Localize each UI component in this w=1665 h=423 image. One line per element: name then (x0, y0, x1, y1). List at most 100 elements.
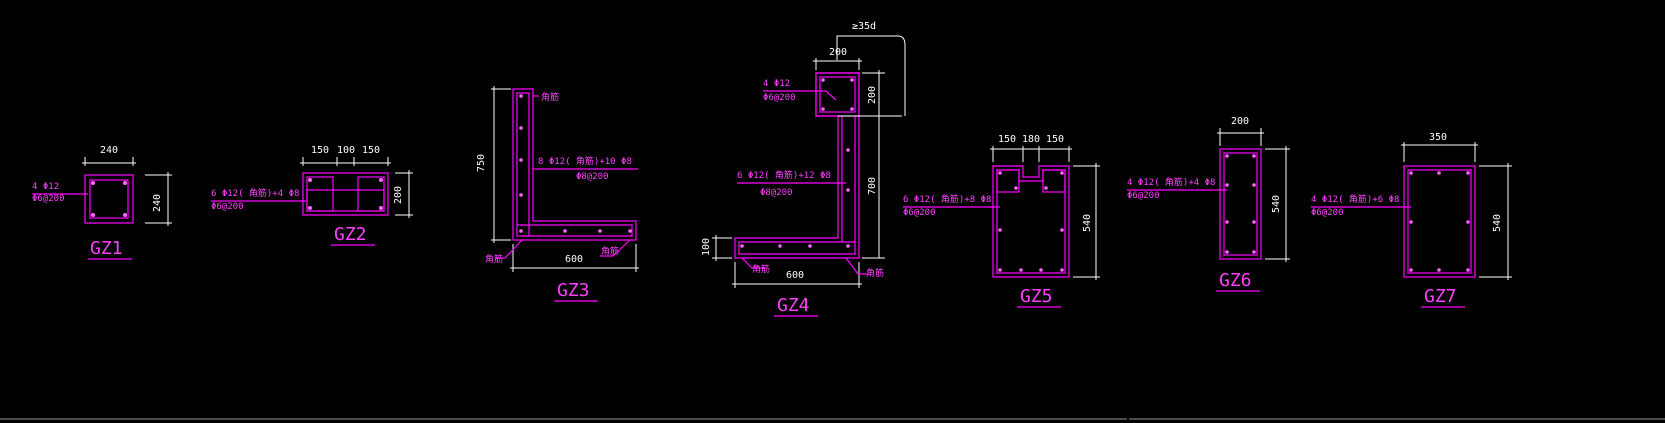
gz5-dim-180: 180 (1022, 134, 1040, 145)
gz6-rebar-dot (1252, 220, 1256, 224)
gz3-stirrup (516, 92, 633, 237)
gz3-rebar-dot (519, 158, 523, 162)
gz5-title: GZ5 (1020, 286, 1053, 307)
gz7-rebar-label: 4 Φ12( 角筋)+6 Φ8 (1311, 193, 1399, 205)
gz3-rebar-dot (598, 229, 602, 233)
gz4-anchor-dim: ≥35d (852, 21, 876, 32)
gz1-title: GZ1 (90, 238, 123, 259)
gz4-rebar-dot (821, 78, 825, 82)
gz5-rebar-dot (1044, 186, 1048, 190)
gz2-stirrup-mid (306, 189, 385, 212)
gz2-title: GZ2 (334, 224, 367, 245)
gz2-top-dim-line (300, 157, 391, 166)
column-gz2: 150 100 150 200 6 Φ12( 角筋)+4 Φ8 Φ6@200 G… (211, 145, 413, 246)
gz5-rebar-dot (998, 268, 1002, 272)
gz4-rebar-dot (850, 107, 854, 111)
gz6-rebar-dot (1225, 154, 1229, 158)
gz7-right-dim: 540 (1492, 214, 1503, 232)
gz7-top-dim: 350 (1429, 132, 1447, 143)
gz7-rebar-dot (1409, 171, 1413, 175)
gz4-left-dim-line (712, 235, 732, 261)
gz5-stirrup-right (1042, 169, 1066, 193)
gz3-rebar-dot (519, 126, 523, 130)
gz3-rebar-dot (628, 229, 632, 233)
gz5-stirrup (996, 169, 1066, 274)
gz6-right-dim: 540 (1271, 195, 1282, 213)
gz4-leader-bl (741, 257, 765, 269)
column-gz3: 750 600 角筋 8 Φ12( 角筋)+10 Φ8 Φ8@200 角筋 角筋… (476, 86, 639, 302)
gz5-rebar-dot (1060, 228, 1064, 232)
gz7-rebar-dot (1437, 171, 1441, 175)
gz2-rebar-dot (308, 206, 312, 210)
gz4-rebar-dot (850, 78, 854, 82)
gz6-outline (1219, 148, 1262, 260)
gz7-title: GZ7 (1424, 286, 1457, 307)
gz6-top-dim-line (1217, 128, 1264, 146)
gz7-rebar-dot (1466, 268, 1470, 272)
gz7-rebar-dot (1437, 268, 1441, 272)
gz3-rebar-dot (519, 229, 523, 233)
gz1-top-dim-line (82, 157, 136, 166)
gz4-right-dim-line (862, 70, 885, 259)
gz4-left-dim: 100 (701, 238, 712, 256)
gz2-right-dim: 200 (393, 186, 404, 204)
gz6-rebar-dot (1252, 250, 1256, 254)
gz2-stirrup-label: Φ6@200 (211, 202, 244, 212)
gz7-rebar-dot (1409, 220, 1413, 224)
gz1-rebar-dot (123, 181, 127, 185)
gz2-dim-100: 100 (337, 145, 355, 156)
gz2-dim-150b: 150 (362, 145, 380, 156)
column-gz4: ≥35d 200 200 700 100 600 4 Φ12 Φ6@200 6 … (701, 21, 906, 317)
gz3-bottom-dim: 600 (565, 254, 583, 265)
gz5-right-dim-line (1073, 163, 1100, 280)
gz4-right-dim-200: 200 (867, 86, 878, 104)
column-gz5: 150 180 150 540 6 Φ12( 角筋)+8 Φ8 Φ6@200 G… (903, 134, 1100, 308)
gz4-stem-stirrup (738, 116, 856, 255)
gz1-outline (84, 174, 134, 224)
gz4-rebar-dot (846, 188, 850, 192)
gz3-corner (517, 224, 530, 236)
gz4-title: GZ4 (777, 295, 810, 316)
gz4-top-leader (763, 90, 837, 101)
gz4-label-corner-br: 角筋 (866, 267, 884, 279)
gz7-rebar-dot (1466, 171, 1470, 175)
gz4-rebar-dot (846, 148, 850, 152)
gz3-left-dim-line (491, 86, 511, 243)
gz4-rebar-label: 6 Φ12( 角筋)+12 Φ8 (737, 169, 831, 181)
gz6-stirrup-label: Φ6@200 (1127, 191, 1160, 201)
gz7-outline (1403, 165, 1476, 278)
gz2-rebar-dot (379, 206, 383, 210)
gz4-label-corner-bl: 角筋 (752, 263, 770, 275)
gz1-stirrup-label: Φ6@200 (32, 194, 65, 204)
gz6-rebar-label: 4 Φ12( 角筋)+4 Φ8 (1127, 176, 1215, 188)
gz2-outline (302, 172, 389, 216)
gz3-label-corner-top: 角筋 (541, 91, 559, 103)
gz4-top-box (815, 72, 860, 117)
gz3-leader-br (600, 239, 631, 257)
gz3-rebar-dot (519, 193, 523, 197)
gz1-rebar-dot (91, 213, 95, 217)
gz4-outline (734, 72, 860, 259)
gz6-rebar-dot (1225, 250, 1229, 254)
gz1-right-dim-line (145, 172, 172, 226)
gz4-rebar-dot (821, 107, 825, 111)
gz1-rebar-dot (91, 181, 95, 185)
gz5-rebar-dot (1014, 186, 1018, 190)
gz7-stirrup (1407, 169, 1472, 274)
gz5-rebar-dot (998, 171, 1002, 175)
gz6-top-dim: 200 (1231, 116, 1249, 127)
gz7-right-dim-line (1479, 163, 1512, 280)
gz5-rebar-label: 6 Φ12( 角筋)+8 Φ8 (903, 193, 991, 205)
gz7-stirrup-label: Φ6@200 (1311, 208, 1344, 218)
gz6-stirrup (1223, 152, 1258, 256)
gz5-stirrup-left (996, 169, 1020, 193)
gz4-top-dim: 200 (829, 47, 847, 58)
gz5-rebar-dot (1060, 171, 1064, 175)
gz5-right-dim: 540 (1082, 214, 1093, 232)
gz4-right-dim-700: 700 (867, 177, 878, 195)
gz1-rebar-dot (123, 213, 127, 217)
gz2-rebar-dot (379, 178, 383, 182)
gz4-bottom-dim: 600 (786, 270, 804, 281)
gz4-rebar-dot (740, 244, 744, 248)
